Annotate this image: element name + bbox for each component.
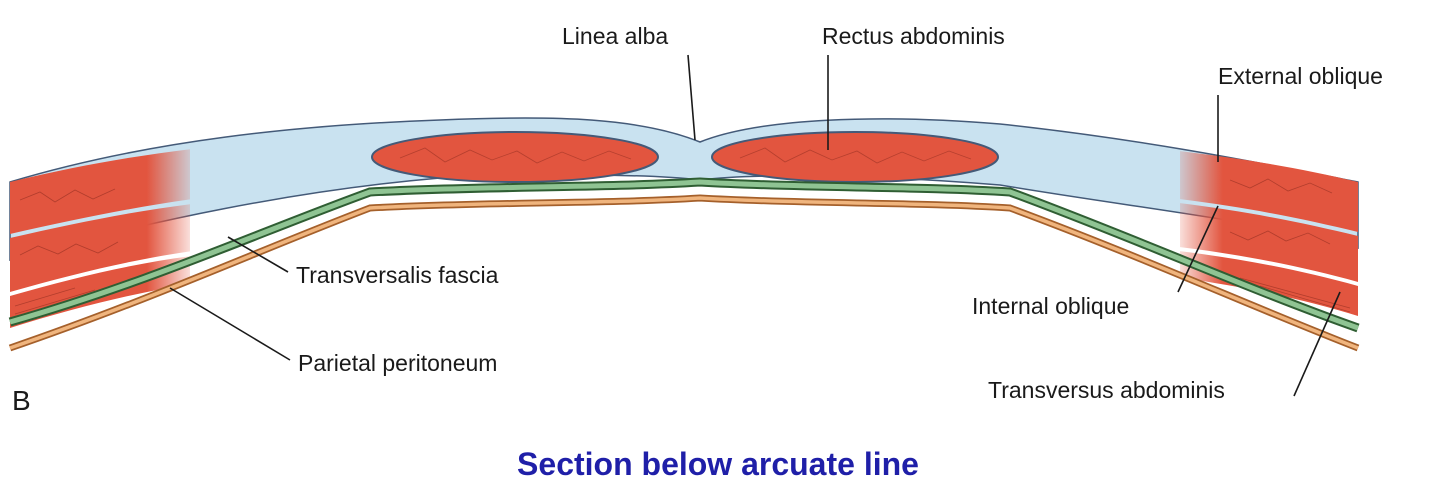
right-transversus-abdominis [1180, 251, 1358, 316]
label-internal-oblique: Internal oblique [972, 293, 1129, 319]
leader-transversus-abdominis [1293, 291, 1341, 397]
left-internal-oblique [10, 204, 190, 292]
right-internal-oblique [1180, 203, 1358, 282]
abdominal-wall-section-svg: Linea alba Rectus abdominis External obl… [8, 23, 1383, 416]
right-muscle-texture [1229, 178, 1351, 313]
label-parietal-peritoneum: Parietal peritoneum [298, 350, 497, 376]
leader-parietal-peritoneum [169, 287, 291, 361]
figure-caption: Section below arcuate line [517, 446, 919, 482]
leader-transversalis-fascia [227, 236, 289, 273]
panel-letter: B [12, 385, 31, 416]
label-transversalis-fascia: Transversalis fascia [296, 262, 499, 288]
right-lateral-muscles [1180, 151, 1358, 316]
left-external-oblique [10, 149, 190, 234]
label-transversus-abdominis: Transversus abdominis [988, 377, 1225, 403]
leader-lines [169, 54, 1341, 397]
label-linea-alba: Linea alba [562, 23, 668, 49]
rectus-abdominis-left [371, 131, 659, 183]
left-muscle-texture [14, 188, 119, 323]
aponeurosis-band [9, 117, 1359, 261]
label-external-oblique: External oblique [1218, 63, 1383, 89]
rectus-abdominis-right [711, 131, 999, 183]
rectus-texture [399, 147, 972, 164]
label-rectus-abdominis: Rectus abdominis [822, 23, 1005, 49]
leader-internal-oblique [1177, 205, 1219, 293]
right-external-oblique [1180, 151, 1358, 232]
leader-linea-alba [687, 54, 696, 141]
